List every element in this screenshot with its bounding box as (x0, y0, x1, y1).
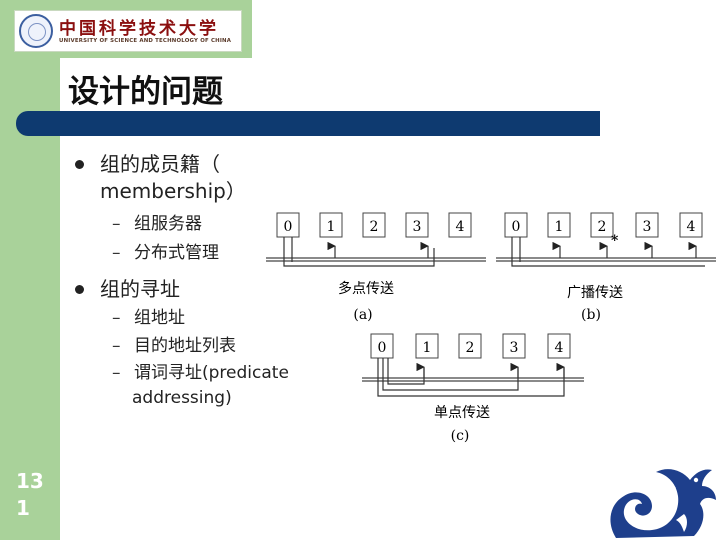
node-label: 4 (555, 340, 564, 356)
node-box (405, 212, 429, 238)
node-label: 0 (378, 340, 387, 356)
dash-marker: – (112, 336, 121, 356)
panel-label-c: (c) (451, 428, 470, 444)
caption-unicast: 单点传送 (434, 405, 490, 421)
node-box (504, 212, 528, 238)
node-label: 4 (687, 219, 696, 235)
bullet-2-subitem-3-cont: addressing) (132, 388, 232, 408)
university-logo: 中国科学技术大学 UNIVERSITY OF SCIENCE AND TECHN… (14, 10, 242, 52)
bullet-1-subitem-1: 组服务器 (134, 214, 202, 234)
bullet-2-subitem-3: 谓词寻址(predicate (134, 363, 289, 383)
university-logo-emblem (19, 14, 53, 48)
dash-marker: – (112, 214, 121, 234)
side-band (0, 0, 60, 540)
node-box (415, 333, 439, 359)
bullet-2-subitem-2: 目的地址列表 (134, 336, 236, 356)
bullet-dot-icon (75, 160, 84, 169)
panel-label-a: (a) (353, 307, 372, 323)
bullet-2-subitem-1: 组地址 (134, 308, 185, 328)
node-box (502, 333, 526, 359)
node-label: 0 (284, 219, 293, 235)
node-box (362, 212, 386, 238)
dragon-emblem-icon (610, 469, 716, 538)
node-label: 1 (555, 219, 564, 235)
slide-title: 设计的问题 (68, 74, 223, 110)
node-box (458, 333, 482, 359)
node-label: 2 (466, 340, 475, 356)
dash-marker: – (112, 308, 121, 328)
node-box (635, 212, 659, 238)
panel-a: 0 1 2 3 4 多点传送 (a) (266, 212, 486, 323)
unicast-path-inner (387, 358, 425, 385)
node-box (679, 212, 703, 238)
title-underline-bar (16, 111, 600, 136)
logo-chinese-name: 中国科学技术大学 (59, 19, 219, 39)
logo-english-name: UNIVERSITY OF SCIENCE AND TECHNOLOGY OF … (59, 38, 232, 44)
node-label: 3 (510, 340, 519, 356)
node-label: 2 (598, 219, 607, 235)
node-label: 2 (370, 219, 379, 235)
bullet-1-line-1: 组的成员籍（ (100, 152, 220, 176)
bullet-dot-icon (75, 285, 84, 294)
node-box (448, 212, 472, 238)
unicast-path-middle (382, 358, 519, 391)
node-label: 0 (512, 219, 521, 235)
panel-a-nodes: 0 1 2 3 4 (276, 212, 472, 238)
panel-b: 0 1 2 3 4 * 广播传送 (b) (496, 212, 716, 323)
filter-marker: * (611, 233, 619, 249)
node-box (547, 333, 571, 359)
caption-multicast: 多点传送 (338, 280, 394, 297)
node-label: 3 (643, 219, 652, 235)
unicast-path-outer (377, 358, 565, 397)
panel-label-b: (b) (581, 307, 601, 323)
dash-marker: – (112, 243, 121, 263)
node-box (547, 212, 571, 238)
bullet-1-subitem-2: 分布式管理 (134, 243, 219, 263)
node-label: 1 (423, 340, 432, 356)
page-number-part: 1 (16, 496, 30, 520)
node-label: 4 (456, 219, 465, 235)
bullet-2-text: 组的寻址 (100, 277, 180, 301)
node-label: 3 (413, 219, 422, 235)
broadcast-path (511, 237, 705, 267)
bullet-1-line-2: membership） (100, 179, 246, 203)
page-number-part: 13 (16, 469, 44, 493)
node-box (319, 212, 343, 238)
node-label: 1 (327, 219, 336, 235)
node-box (370, 333, 394, 359)
multicast-path (283, 237, 435, 267)
node-box (276, 212, 300, 238)
panel-c: 0 1 2 3 4 单点传送 (c) (362, 333, 584, 444)
dash-marker: – (112, 363, 121, 383)
caption-broadcast: 广播传送 (567, 285, 623, 301)
node-box (590, 212, 614, 238)
